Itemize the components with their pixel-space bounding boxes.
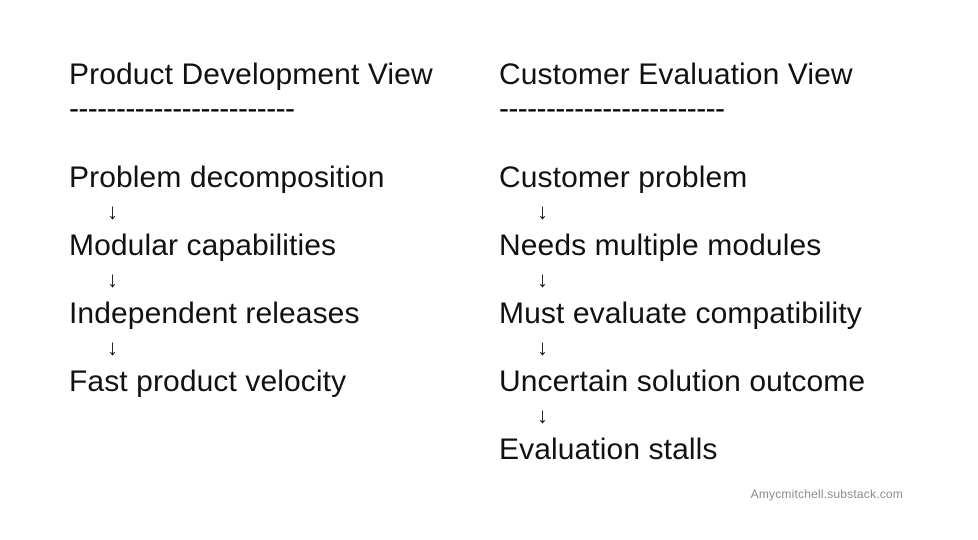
flow-step-ce-4: Uncertain solution outcome (499, 365, 866, 398)
down-arrow-icon: ↓ (537, 403, 548, 428)
flow-step-pd-1: Problem decomposition (69, 161, 385, 194)
down-arrow-icon: ↓ (537, 267, 548, 292)
column-rule-product-development: ------------------------ (69, 92, 295, 125)
column-header-product-development: Product Development View (69, 58, 433, 91)
column-product-development: Product Development View ---------------… (0, 0, 433, 467)
footer-attribution: Amycmitchell.substack.com (750, 487, 903, 501)
column-customer-evaluation: Customer Evaluation View ---------------… (430, 0, 908, 467)
down-arrow-icon: ↓ (107, 199, 118, 224)
columns-container: Product Development View ---------------… (0, 0, 908, 467)
flow-step-ce-1: Customer problem (499, 161, 748, 194)
flow-customer-evaluation: Customer problem ↓ Needs multiple module… (499, 161, 908, 467)
down-arrow-icon: ↓ (107, 267, 118, 292)
flow-step-pd-2: Modular capabilities (69, 229, 337, 262)
flow-step-ce-3: Must evaluate compatibility (499, 297, 862, 330)
flow-product-development: Problem decomposition ↓ Modular capabili… (69, 161, 430, 399)
column-rule-customer-evaluation: ------------------------ (499, 92, 725, 125)
flow-step-ce-2: Needs multiple modules (499, 229, 822, 262)
flow-step-pd-3: Independent releases (69, 297, 360, 330)
down-arrow-icon: ↓ (537, 199, 548, 224)
down-arrow-icon: ↓ (107, 335, 118, 360)
flow-step-ce-5: Evaluation stalls (499, 433, 718, 466)
flow-step-pd-4: Fast product velocity (69, 365, 347, 398)
down-arrow-icon: ↓ (537, 335, 548, 360)
column-header-customer-evaluation: Customer Evaluation View (499, 58, 853, 91)
